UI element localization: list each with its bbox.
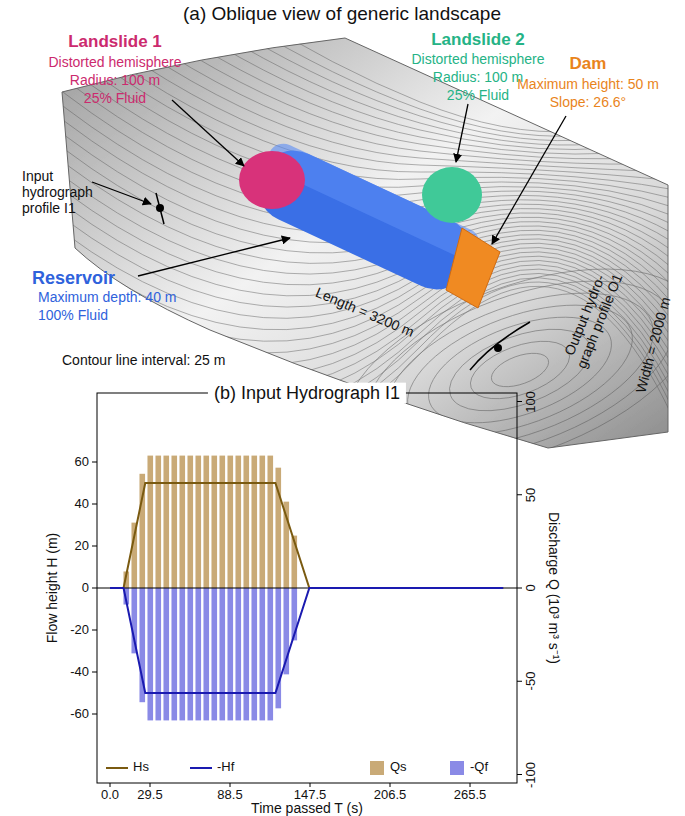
annotation-label: Reservoir — [32, 268, 115, 289]
panel-title: (b) Input Hydrograph I1 — [208, 383, 406, 404]
annotation-label: 25% Fluid — [84, 90, 146, 106]
legend-line — [190, 767, 212, 769]
annotation-label: Dam — [570, 54, 607, 74]
legend-line — [106, 767, 128, 769]
annotation-label: Input hydrograph profile I1 — [22, 168, 106, 216]
annotation-label: Landslide 1 — [68, 32, 162, 52]
legend-label: Hs — [133, 760, 149, 774]
tick-label: -20 — [70, 623, 89, 638]
annotation-label: Maximum depth: 40 m — [38, 289, 177, 305]
hydrograph-profiles — [156, 193, 530, 370]
tick-label: 0 — [82, 581, 89, 596]
legend-label: -Hf — [217, 760, 234, 774]
tick-label: -100 — [524, 761, 539, 787]
tick-label: 206.5 — [374, 788, 407, 803]
annotation-label: Flow height H (m) — [44, 533, 60, 643]
annotation-label: Maximum height: 50 m — [517, 76, 659, 92]
landslide-1 — [239, 151, 305, 209]
leader-arrows — [92, 100, 566, 276]
annotation-label: 25% Fluid — [447, 87, 509, 103]
tick-label: -40 — [70, 665, 89, 680]
annotation-label: Distorted hemisphere — [411, 51, 544, 67]
legend-label: -Qf — [470, 760, 488, 774]
panel-title: (a) Oblique view of generic landscape — [183, 3, 501, 25]
tick-label: 265.5 — [454, 788, 487, 803]
annotation-label: 100% Fluid — [38, 307, 108, 323]
tick-label: -50 — [524, 672, 539, 691]
tick-label: 50 — [524, 488, 539, 502]
tick-label: 20 — [75, 539, 89, 554]
tick-label: 40 — [75, 497, 89, 512]
hydrograph-chart — [92, 393, 522, 787]
legend-label: Qs — [390, 760, 407, 774]
annotation-label: Slope: 26.6° — [550, 94, 626, 110]
tick-label: 100 — [524, 391, 539, 413]
annotation-label: Contour line interval: 25 m — [62, 352, 225, 368]
annotation-label: Time passed T (s) — [251, 800, 363, 816]
tick-label: 0.0 — [101, 788, 119, 803]
dam — [446, 228, 500, 308]
annotation-label: Landslide 2 — [431, 30, 525, 50]
annotation-label: Radius: 100 m — [433, 69, 523, 85]
tick-label: 29.5 — [137, 788, 162, 803]
annotation-label: Radius: 100 m — [70, 72, 160, 88]
landscape-surface — [40, 0, 685, 512]
tick-label: -60 — [70, 707, 89, 722]
tick-label: 88.5 — [217, 788, 242, 803]
legend-swatch — [370, 761, 384, 775]
tick-label: 0 — [524, 584, 539, 591]
legend-swatch — [450, 761, 464, 775]
annotation-label: Discharge Q (10³ m³ s⁻¹) — [546, 512, 562, 664]
landslide-2 — [422, 167, 482, 223]
tick-label: 60 — [75, 455, 89, 470]
annotation-label: Distorted hemisphere — [48, 54, 181, 70]
